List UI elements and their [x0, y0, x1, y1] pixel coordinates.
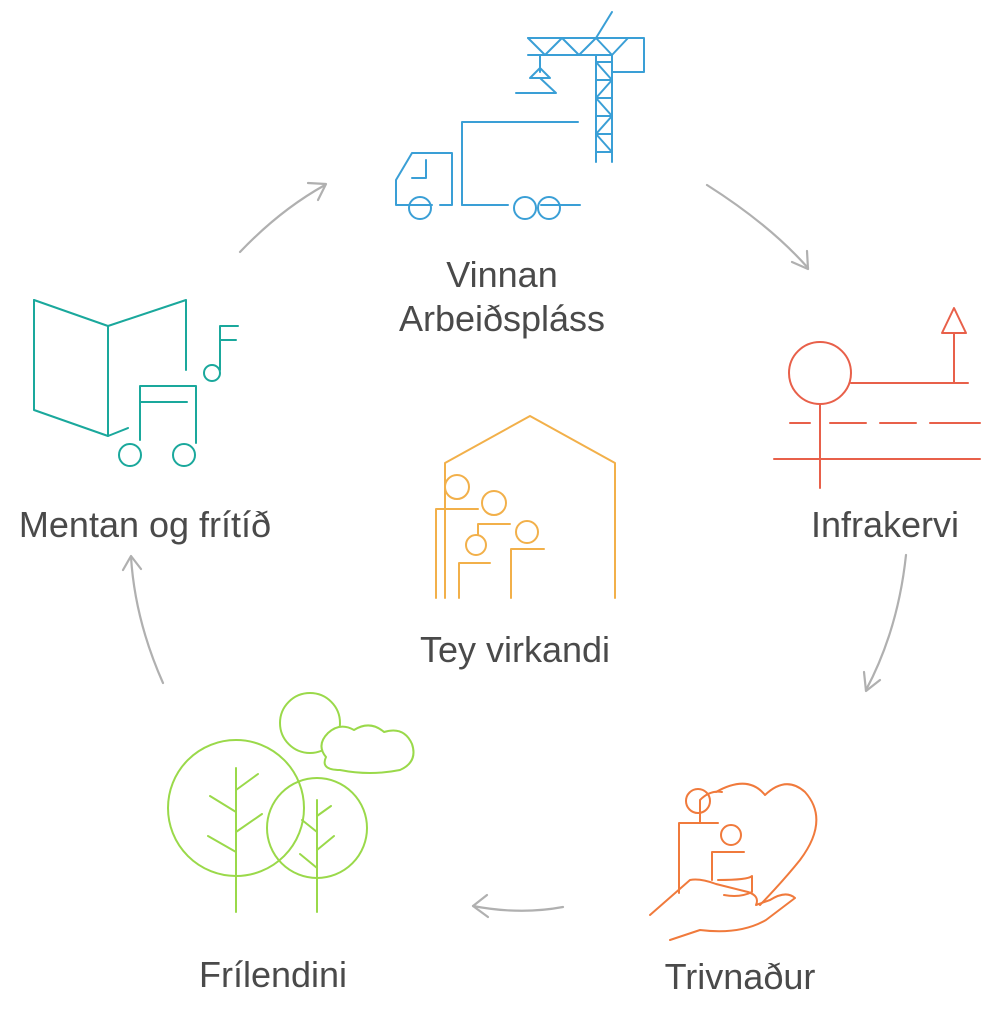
node-label-work-line1: Vinnan [446, 254, 558, 295]
arrow-nature-to-education [121, 554, 165, 685]
node-label-wellbeing: Trivnaður [664, 956, 816, 997]
arrow-education-to-work [238, 181, 328, 254]
node-label-education: Mentan og frítíð [18, 504, 272, 545]
family-heart-hand-icon [649, 782, 818, 941]
node-label-work: Vinnan Arbeiðspláss [387, 253, 617, 341]
node-label-work-line2: Arbeiðspláss [398, 298, 606, 339]
construction-truck-crane-icon [395, 11, 645, 220]
trees-clouds-icon [167, 692, 415, 913]
node-label-center: Tey virkandi [419, 629, 611, 670]
arrow-wellbeing-to-nature [471, 893, 565, 919]
node-label-infrastructure: Infrakervi [810, 504, 960, 545]
road-map-icon [773, 307, 981, 489]
book-music-icon [33, 299, 239, 467]
cycle-arrows [121, 181, 908, 919]
arrow-infrastructure-to-wellbeing [862, 553, 908, 693]
arrow-work-to-infrastructure [705, 183, 810, 271]
family-house-icon [435, 415, 616, 599]
node-label-nature: Frílendini [198, 954, 348, 995]
